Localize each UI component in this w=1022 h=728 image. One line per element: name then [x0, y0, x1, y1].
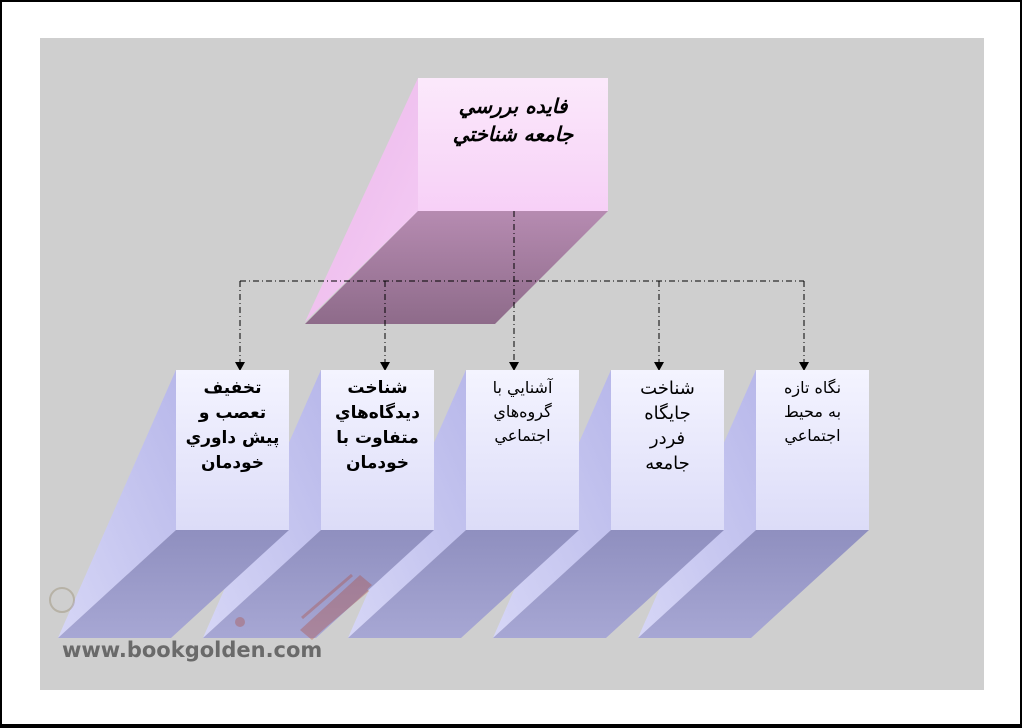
- watermark-logo: [49, 573, 372, 640]
- connector-lines: [239, 211, 805, 366]
- child-label-2: شناخت ديدگاه‌هاي متفاوت با خودمان: [335, 378, 420, 473]
- child-label-3: آشنايي با گروه‌هاي اجتماعي: [492, 378, 553, 445]
- watermark-url: www.bookgolden.com: [62, 638, 323, 662]
- root-box-bottom-face: [305, 211, 608, 324]
- arrowhead-2: [380, 362, 390, 371]
- root-box: فايده بررسي جامعه شناختي: [418, 78, 608, 211]
- child-label-1: تخفيف تعصب و پيش داوري خودمان: [185, 378, 280, 473]
- child-box-left-face-1: [58, 370, 176, 638]
- child-box-4: شناخت جايگاه فردر جامعه: [611, 370, 724, 530]
- child-label-4: شناخت جايگاه فردر جامعه: [640, 378, 695, 474]
- root-box-side-face: [305, 78, 418, 322]
- child-box-2: شناخت ديدگاه‌هاي متفاوت با خودمان: [321, 370, 434, 530]
- child-box-3: آشنايي با گروه‌هاي اجتماعي: [466, 370, 579, 530]
- arrowhead-1: [235, 362, 245, 371]
- child-box-5: نگاه تازه به محيط اجتماعي: [756, 370, 869, 530]
- child-box-bottom-face-4: [493, 530, 724, 638]
- child-box-bottom-face-2: [203, 530, 434, 638]
- arrowhead-4: [654, 362, 664, 371]
- connector-arrowheads: [235, 362, 809, 371]
- child-box-1: تخفيف تعصب و پيش داوري خودمان: [176, 370, 289, 530]
- arrowhead-5: [799, 362, 809, 371]
- child-label-5: نگاه تازه به محيط اجتماعي: [783, 378, 842, 445]
- root-label: فايده بررسي جامعه شناختي: [452, 94, 574, 146]
- arrowhead-3: [509, 362, 519, 371]
- child-box-bottom-face-3: [348, 530, 579, 638]
- root-box-extrusion: [305, 78, 608, 324]
- child-box-bottom-face-1: [58, 530, 289, 638]
- child-box-bottom-face-5: [638, 530, 869, 638]
